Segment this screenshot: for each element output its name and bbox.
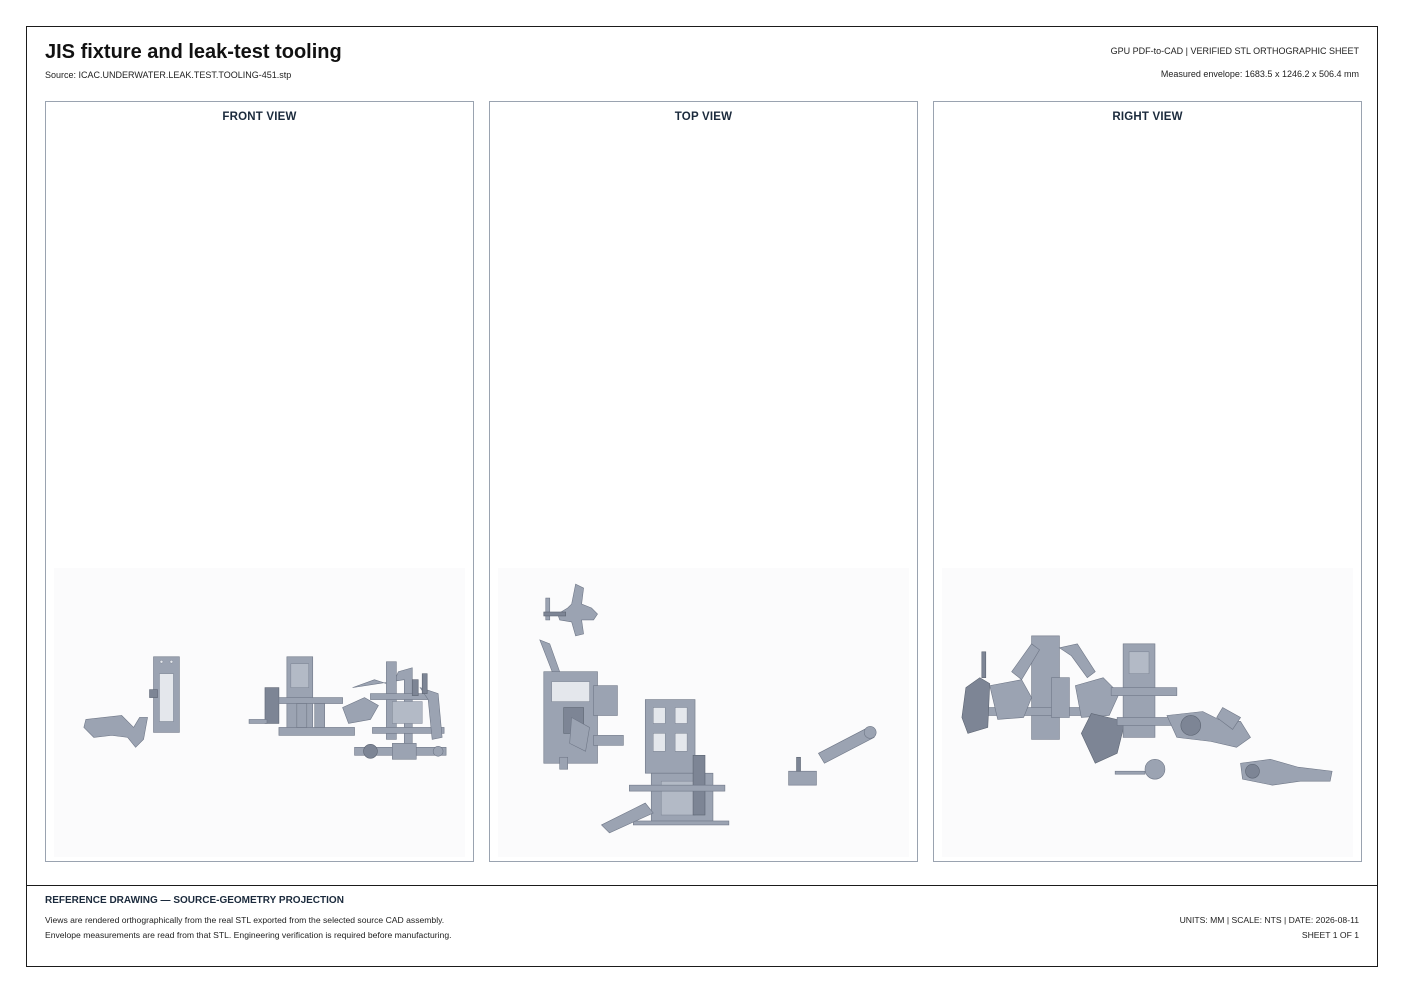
footer-note-2: Envelope measurements are read from that… — [45, 930, 452, 940]
drawing-sheet: JIS fixture and leak-test tooling Source… — [26, 26, 1378, 967]
front-view-geometry — [83, 656, 447, 760]
right-view-render — [942, 568, 1353, 857]
footer-divider — [27, 885, 1377, 886]
top-view-geometry — [539, 583, 877, 834]
right-view-panel: RIGHT VIEW — [933, 101, 1362, 862]
envelope-measurement: Measured envelope: 1683.5 x 1246.2 x 506… — [1160, 69, 1359, 79]
footer-note-1: Views are rendered orthographically from… — [45, 915, 445, 925]
top-view-render — [498, 568, 909, 857]
front-view-render — [54, 568, 465, 857]
top-view-label: TOP VIEW — [674, 111, 733, 123]
footer-meta: UNITS: MM | SCALE: NTS | DATE: 2026-08-1… — [1179, 915, 1359, 925]
sheet-title: JIS fixture and leak-test tooling — [45, 41, 342, 63]
header-tag: GPU PDF-to-CAD | VERIFIED STL ORTHOGRAPH… — [1110, 46, 1359, 56]
footer-title: REFERENCE DRAWING — SOURCE-GEOMETRY PROJ… — [45, 895, 344, 906]
right-view-geometry — [961, 635, 1333, 786]
sheet-number: SHEET 1 OF 1 — [1301, 930, 1359, 940]
source-file: Source: ICAC.UNDERWATER.LEAK.TEST.TOOLIN… — [45, 70, 292, 80]
top-view-panel: TOP VIEW — [489, 101, 918, 862]
front-view-panel: FRONT VIEW — [45, 101, 474, 862]
front-view-label: FRONT VIEW — [222, 111, 297, 123]
right-view-label: RIGHT VIEW — [1112, 111, 1183, 123]
